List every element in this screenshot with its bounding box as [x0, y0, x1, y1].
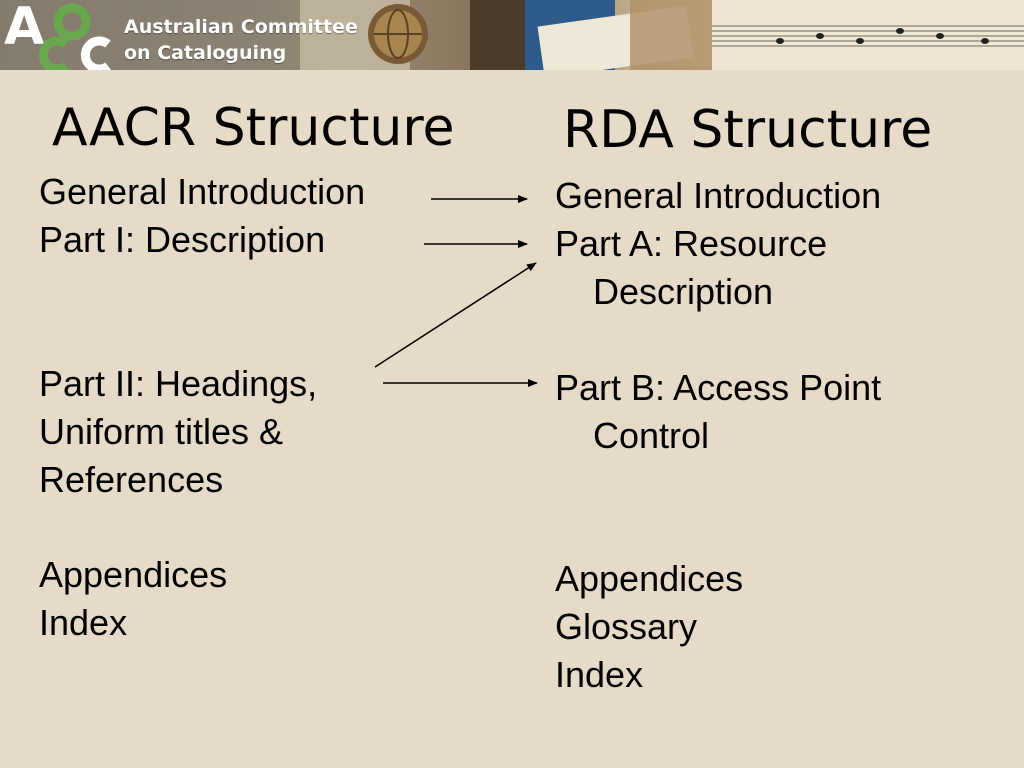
rda-part-b-line2: Control	[593, 415, 710, 456]
aacr-part-2-line2: Uniform titles &	[39, 411, 284, 452]
header-banner: A Australian Committee on Cataloguing	[0, 0, 1024, 70]
org-name-line2: on Cataloguing	[124, 42, 287, 64]
rda-index: Index	[555, 654, 644, 695]
aacr-index: Index	[39, 602, 128, 643]
rda-part-b: Part B: Access Point Control	[555, 364, 881, 460]
aacr-back-matter: Appendices Index	[39, 551, 227, 647]
aacr-part-2-line1: Part II: Headings,	[39, 363, 318, 404]
svg-text:A: A	[4, 0, 44, 57]
aacr-general-introduction: General Introduction	[39, 171, 366, 212]
rda-title: RDA Structure	[563, 100, 933, 160]
rda-part-a-line1: Part A: Resource	[555, 223, 828, 264]
aacr-part-2-line3: References	[39, 459, 224, 500]
rda-part-a: Part A: Resource Description	[555, 220, 827, 316]
rda-general-introduction: General Introduction	[555, 175, 882, 216]
rda-back-matter: Appendices Glossary Index	[555, 555, 743, 699]
arrow-part2-to-parta	[374, 262, 537, 368]
aacr-appendices: Appendices	[39, 554, 228, 595]
rda-glossary: Glossary	[555, 606, 698, 647]
aacr-title: AACR Structure	[52, 98, 455, 158]
org-name-line1: Australian Committee	[124, 16, 358, 38]
rda-appendices: Appendices	[555, 558, 744, 599]
rda-part-b-line1: Part B: Access Point	[555, 367, 882, 408]
aacr-part-2: Part II: Headings, Uniform titles & Refe…	[39, 360, 317, 504]
rda-part-a-line2: Description	[593, 271, 774, 312]
collage-background	[0, 0, 1024, 70]
aacr-part-1: Part I: Description	[39, 219, 326, 260]
org-name: Australian Committee on Cataloguing	[124, 14, 358, 66]
acoc-logo-icon: A	[4, 0, 111, 70]
